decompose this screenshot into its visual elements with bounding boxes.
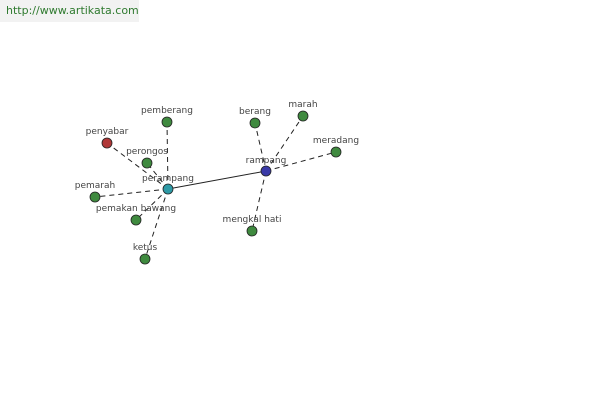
node-pemberang[interactable]: pemberang: [141, 106, 193, 128]
edge-perampang-pemarah: [94, 188, 169, 198]
node-marker-berang[interactable]: [249, 117, 261, 129]
edges-layer: [94, 115, 337, 260]
node-label-pemakan-bawang[interactable]: pemakan bawang: [96, 204, 176, 214]
edge-perampang-rampang: [167, 170, 267, 190]
node-label-marah[interactable]: marah: [288, 100, 317, 110]
edge-perampang-penyabar: [106, 142, 169, 190]
node-label-ketus[interactable]: ketus: [133, 243, 158, 253]
edge-perampang-pemberang: [166, 121, 169, 190]
node-marker-marah[interactable]: [297, 110, 309, 122]
node-pemarah[interactable]: pemarah: [75, 181, 115, 203]
node-label-pemarah[interactable]: pemarah: [75, 181, 115, 191]
node-berang[interactable]: berang: [239, 107, 271, 129]
node-marker-perampang[interactable]: [162, 183, 174, 195]
node-label-mengkal-hati[interactable]: mengkal hati: [223, 215, 282, 225]
node-pemakan-bawang[interactable]: pemakan bawang: [96, 204, 176, 226]
node-penyabar[interactable]: penyabar: [86, 127, 129, 149]
edge-rampang-marah: [265, 115, 304, 172]
node-label-rampang[interactable]: rampang: [246, 156, 287, 166]
node-marker-perongos[interactable]: [141, 157, 153, 169]
edge-rampang-meradang: [265, 151, 337, 172]
edge-rampang-mengkal-hati: [251, 170, 267, 232]
edge-perampang-perongos: [146, 162, 169, 190]
node-perongos[interactable]: perongos: [126, 147, 168, 169]
node-label-meradang[interactable]: meradang: [313, 136, 359, 146]
node-marker-pemarah[interactable]: [89, 191, 101, 203]
node-label-pemberang[interactable]: pemberang: [141, 106, 193, 116]
node-marker-pemakan-bawang[interactable]: [130, 214, 142, 226]
node-marker-rampang[interactable]: [260, 165, 272, 177]
node-perampang[interactable]: perampang: [142, 174, 194, 195]
node-marker-pemberang[interactable]: [161, 116, 173, 128]
node-marker-penyabar[interactable]: [101, 137, 113, 149]
node-marker-ketus[interactable]: [139, 253, 151, 265]
node-marker-mengkal-hati[interactable]: [246, 225, 258, 237]
node-rampang[interactable]: rampang: [246, 156, 287, 177]
node-label-penyabar[interactable]: penyabar: [86, 127, 129, 137]
node-ketus[interactable]: ketus: [133, 243, 158, 265]
source-url-banner[interactable]: http://www.artikata.com: [0, 0, 139, 22]
node-label-perongos[interactable]: perongos: [126, 147, 168, 157]
node-label-perampang[interactable]: perampang: [142, 174, 194, 184]
node-mengkal-hati[interactable]: mengkal hati: [223, 215, 282, 237]
node-meradang[interactable]: meradang: [313, 136, 359, 158]
nodes-layer: perampang rampang pemberang penyabar perongo…: [75, 100, 359, 265]
edge-perampang-ketus: [144, 188, 169, 260]
node-marah[interactable]: marah: [288, 100, 318, 122]
node-label-berang[interactable]: berang: [239, 107, 271, 117]
node-marker-meradang[interactable]: [330, 146, 342, 158]
edge-perampang-pemakan-bawang: [135, 188, 169, 221]
